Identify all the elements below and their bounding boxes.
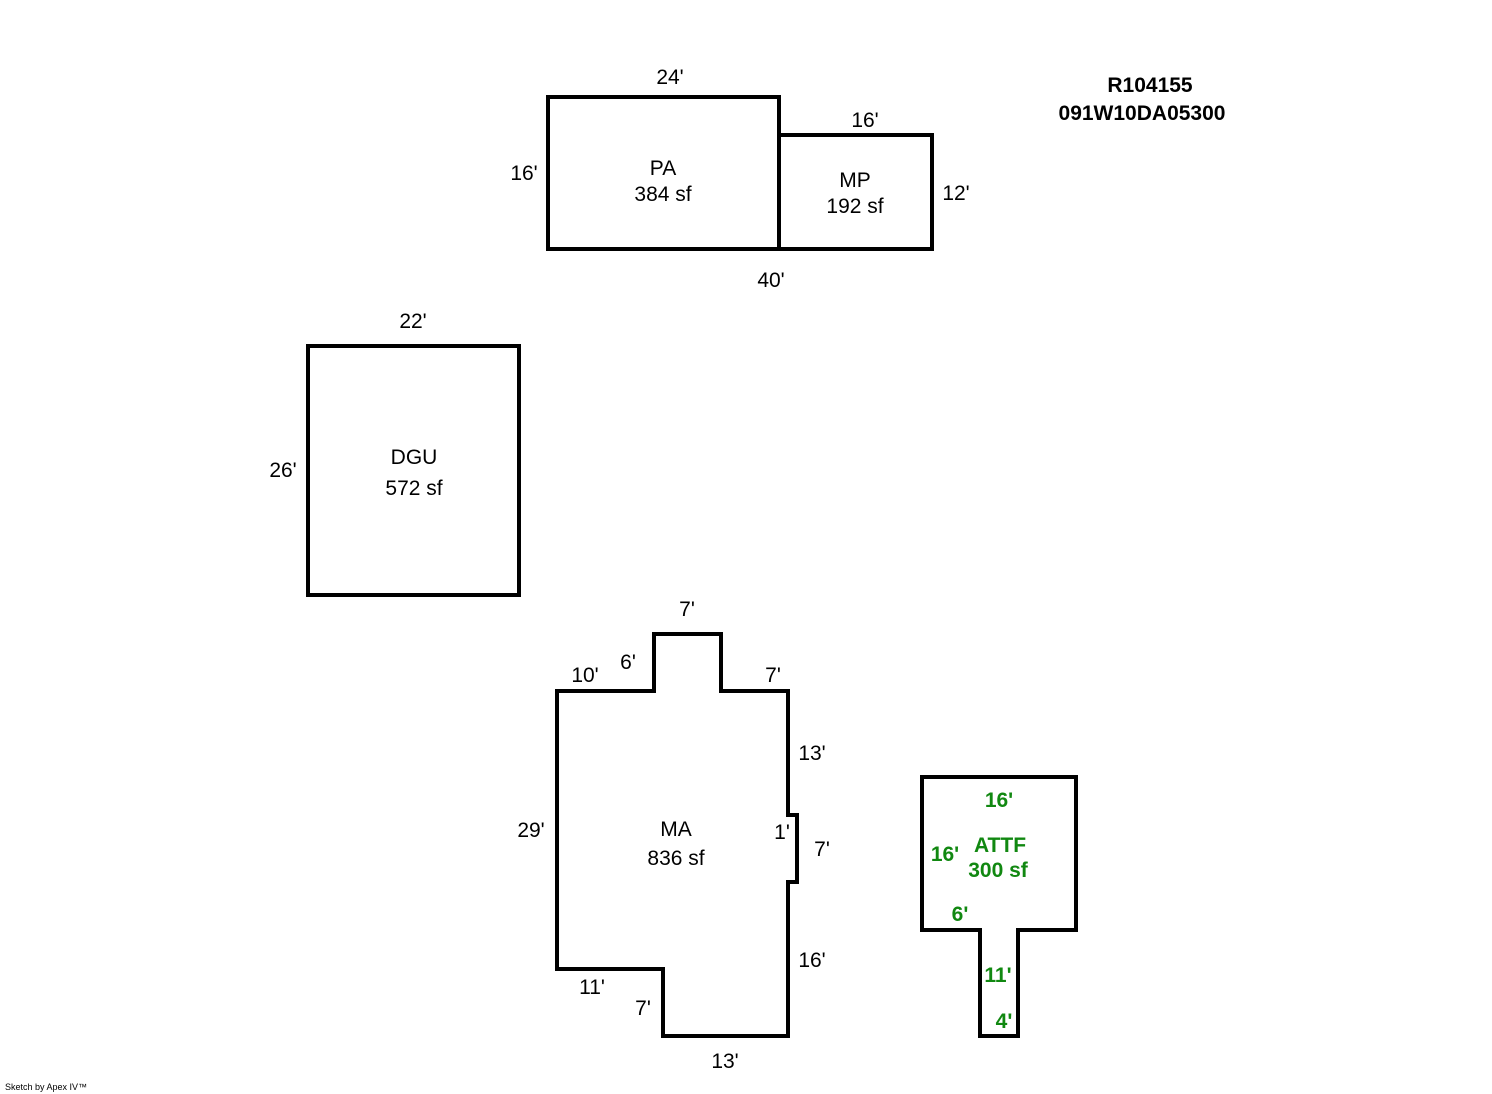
area-dgu: DGU 572 sf 22' 26' — [269, 310, 521, 597]
area-attf-size: 300 sf — [968, 859, 1029, 882]
area-ma-size: 836 sf — [647, 847, 704, 870]
area-mp-dim-right: 12' — [942, 182, 969, 205]
area-mp-dim-top: 16' — [851, 109, 878, 132]
area-ma-dim-bottom: 13' — [711, 1050, 738, 1073]
area-mp-outline — [777, 133, 934, 251]
area-ma: MA 836 sf 7' 10' 6' 7' 13' 29' 1' 7' 16'… — [517, 598, 830, 1073]
area-ma-code: MA — [660, 818, 692, 841]
area-ma-dim-bottom-left: 11' — [579, 976, 605, 999]
area-attf-outline — [920, 775, 1078, 1038]
area-pa-size: 384 sf — [634, 183, 691, 206]
account-number: R104155 — [1107, 74, 1193, 97]
area-ma-dim-right-top: 7' — [765, 664, 781, 687]
area-ma-outline — [555, 632, 799, 1038]
area-pa-dim-top: 24' — [656, 66, 683, 89]
area-attf-dim-stem-height: 11' — [984, 964, 1011, 987]
area-dgu-size: 572 sf — [385, 477, 442, 500]
area-attf-dim-top: 16' — [985, 789, 1013, 812]
area-ma-dim-notch-depth: 1' — [774, 821, 790, 844]
area-dgu-outline — [306, 344, 521, 597]
area-attf-dim-stem-width: 4' — [996, 1010, 1013, 1033]
area-dgu-dim-left: 26' — [269, 459, 296, 482]
area-pa-dim-bottom: 40' — [757, 269, 784, 292]
area-pa: PA 384 sf 24' 16' 40' — [510, 66, 784, 292]
area-ma-dim-left: 29' — [517, 819, 544, 842]
area-attf-dim-stem-offset: 6' — [952, 903, 969, 926]
area-pa-dim-left: 16' — [510, 162, 537, 185]
area-mp: MP 192 sf 16' 12' — [777, 109, 970, 251]
area-ma-dim-bottom-step: 7' — [635, 997, 651, 1020]
area-ma-dim-left-top: 10' — [571, 664, 598, 687]
area-ma-dim-notch-height: 7' — [814, 838, 830, 861]
area-pa-code: PA — [650, 157, 676, 180]
area-mp-size: 192 sf — [826, 195, 883, 218]
area-mp-code: MP — [839, 169, 871, 192]
area-dgu-code: DGU — [391, 446, 438, 469]
area-attf: ATTF 300 sf 16' 16' 6' 11' 4' — [920, 775, 1078, 1038]
area-ma-dim-right-lower: 16' — [798, 949, 825, 972]
map-number: 091W10DA05300 — [1059, 102, 1226, 125]
area-dgu-dim-top: 22' — [399, 310, 426, 333]
area-ma-dim-top-bump: 7' — [679, 598, 695, 621]
area-ma-dim-right-upper: 13' — [798, 742, 825, 765]
sketch-credit: Sketch by Apex IV™ — [5, 1082, 87, 1092]
area-ma-dim-bump-left: 6' — [620, 651, 636, 674]
area-attf-code: ATTF — [974, 834, 1026, 857]
area-attf-dim-left: 16' — [931, 843, 959, 866]
